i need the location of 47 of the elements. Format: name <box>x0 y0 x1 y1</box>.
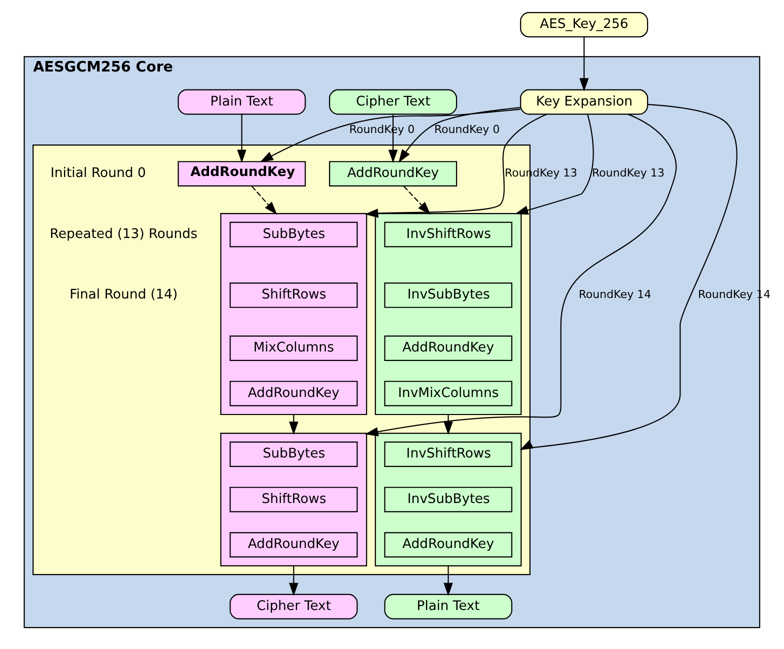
arrow <box>578 36 588 92</box>
node-box: ShiftRows <box>229 486 358 512</box>
arrow <box>288 414 298 435</box>
node-box: AddRoundKey <box>328 161 457 186</box>
node-box: Cipher Text <box>229 594 358 620</box>
cluster <box>220 432 367 566</box>
node-box: Plain Text <box>384 594 512 620</box>
arrow <box>259 108 520 162</box>
label: Final Round (14) <box>69 288 178 303</box>
node-box: AddRoundKey <box>384 336 512 361</box>
arrow <box>364 114 547 218</box>
node-box: InvShiftRows <box>384 222 512 248</box>
node-box: Key Expansion <box>520 89 648 115</box>
edge-label: RoundKey 0 <box>434 122 500 136</box>
node-box: MixColumns <box>229 336 358 361</box>
node-box: AES_Key_256 <box>520 12 648 38</box>
arrow <box>519 104 737 450</box>
node-box: ShiftRows <box>229 282 358 308</box>
node-box: InvMixColumns <box>384 380 512 406</box>
arrow <box>250 186 277 215</box>
arrow <box>236 114 246 163</box>
node-box: AddRoundKey <box>229 532 358 558</box>
cluster <box>374 212 522 416</box>
arrow <box>443 414 452 435</box>
node-box: Cipher Text <box>328 89 457 115</box>
arrow <box>443 566 452 596</box>
node-box: InvSubBytes <box>384 282 512 308</box>
cluster <box>220 212 367 416</box>
node-box: SubBytes <box>229 222 358 248</box>
node-box: AddRoundKey <box>384 532 512 558</box>
node-box: AddRoundKey <box>229 380 358 406</box>
label: Repeated (13) Rounds <box>49 226 197 242</box>
node-box: InvSubBytes <box>384 486 512 512</box>
arrow <box>288 566 298 596</box>
edge-label: RoundKey 13 <box>592 166 664 180</box>
edge-label: RoundKey 14 <box>578 288 651 301</box>
arrow <box>364 114 676 436</box>
node-box: InvShiftRows <box>384 442 512 467</box>
node-box: AddRoundKey <box>177 161 306 186</box>
arrow <box>388 114 398 163</box>
arrow <box>514 114 594 215</box>
node-box: Plain Text <box>177 89 306 115</box>
cluster <box>374 432 522 566</box>
arrow <box>398 107 520 163</box>
node-box: SubBytes <box>229 442 358 467</box>
arrow <box>402 186 430 215</box>
label: Initial Round 0 <box>50 166 146 182</box>
